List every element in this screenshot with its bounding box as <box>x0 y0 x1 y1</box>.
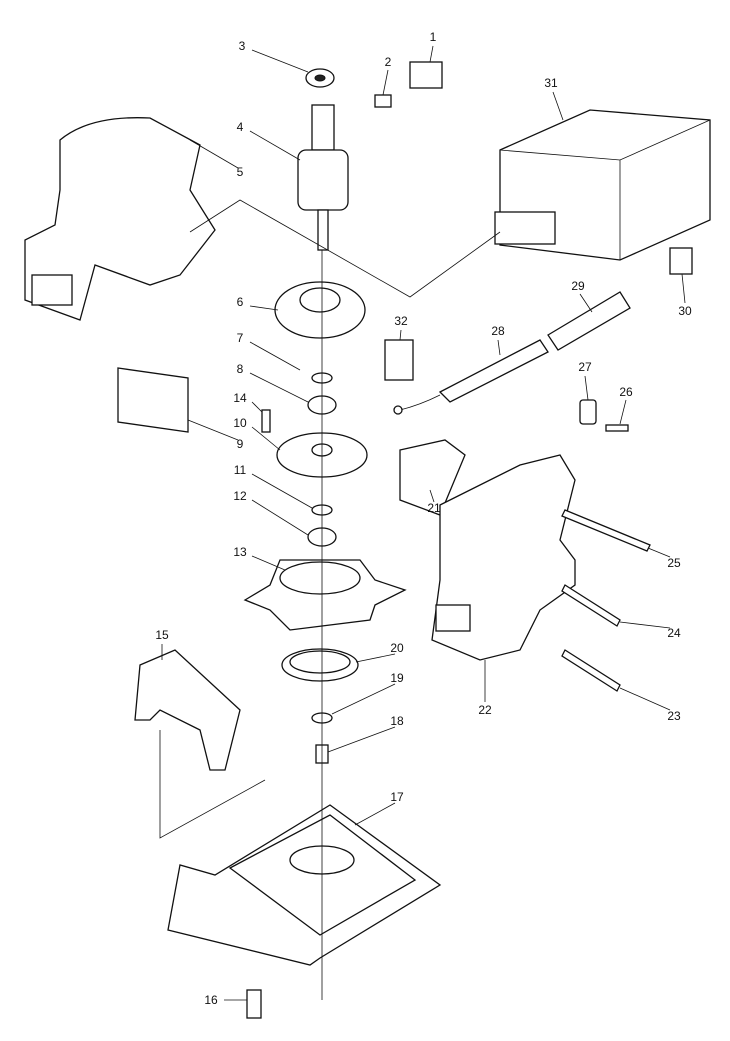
part-number-30: 30 <box>678 304 692 318</box>
capacitor-30 <box>669 247 693 275</box>
leader-line-21 <box>429 489 435 503</box>
part-illustrations <box>24 61 711 1019</box>
part-number-18: 18 <box>390 714 404 728</box>
leader-line-8 <box>249 372 309 403</box>
leader-line-26 <box>619 399 627 425</box>
leader-line-14 <box>251 401 263 413</box>
part-number-3: 3 <box>239 39 246 53</box>
part-number-16: 16 <box>204 993 218 1007</box>
leader-line-30 <box>681 273 686 304</box>
leader-line-29 <box>579 293 593 313</box>
part-number-15: 15 <box>155 628 169 642</box>
case-edges <box>499 119 711 260</box>
leader-line-19 <box>331 683 396 715</box>
housing-window-22 <box>435 604 471 632</box>
leader-line-1 <box>429 45 434 63</box>
brush-holder-1 <box>409 61 443 89</box>
armature-commutator <box>311 104 335 151</box>
label-9 <box>117 367 189 433</box>
cord-29 <box>547 291 631 351</box>
leader-line-31 <box>552 91 564 121</box>
part-number-1: 1 <box>430 30 437 44</box>
part-number-8: 8 <box>237 362 244 376</box>
leader-line-9 <box>187 419 239 441</box>
leader-line-10 <box>251 426 281 451</box>
part-number-28: 28 <box>491 324 505 338</box>
part-number-19: 19 <box>390 671 404 685</box>
leader-line-13 <box>251 555 286 571</box>
cord-wire <box>399 394 441 411</box>
part-number-23: 23 <box>667 709 681 723</box>
strain-relief-27 <box>579 399 597 425</box>
assembly-lines <box>159 199 501 839</box>
leader-line-12 <box>251 499 309 536</box>
part-number-29: 29 <box>571 279 585 293</box>
part-number-17: 17 <box>390 790 404 804</box>
part-number-21: 21 <box>427 501 441 515</box>
leader-line-18 <box>327 726 396 753</box>
part-number-27: 27 <box>578 360 592 374</box>
housing-half-5 <box>24 117 216 321</box>
leader-line-6 <box>249 305 279 311</box>
part-number-32: 32 <box>394 314 408 328</box>
part-number-25: 25 <box>667 556 681 570</box>
field-bore <box>299 287 341 313</box>
leader-line-23 <box>619 687 671 711</box>
armature-shaft <box>317 209 329 251</box>
cord-terminal <box>393 405 403 415</box>
part-number-7: 7 <box>237 331 244 345</box>
part-number-6: 6 <box>237 295 244 309</box>
screw-25 <box>561 509 651 552</box>
screw-14 <box>261 409 271 433</box>
part-number-2: 2 <box>385 55 392 69</box>
part-number-31: 31 <box>544 76 558 90</box>
screw-16 <box>246 989 262 1019</box>
part-number-24: 24 <box>667 626 681 640</box>
leader-line-17 <box>354 802 396 826</box>
leader-line-3 <box>251 49 309 73</box>
bearing-hole <box>314 74 326 82</box>
lever-21 <box>399 439 466 516</box>
leader-line-11 <box>251 473 313 509</box>
part-number-20: 20 <box>390 641 404 655</box>
part-number-9: 9 <box>237 437 244 451</box>
leader-line-27 <box>584 375 589 401</box>
leader-line-28 <box>497 339 501 356</box>
leader-line-7 <box>249 341 301 371</box>
screw-23 <box>561 649 621 692</box>
screw-26 <box>605 424 629 432</box>
bearing-box-ring <box>279 561 361 595</box>
case-pocket <box>494 211 556 245</box>
part-number-11: 11 <box>234 463 247 477</box>
part-number-10: 10 <box>233 416 247 430</box>
part-number-13: 13 <box>233 545 247 559</box>
part-number-26: 26 <box>619 385 633 399</box>
part-number-5: 5 <box>237 165 244 179</box>
leader-line-4 <box>249 130 301 161</box>
part-number-22: 22 <box>478 703 492 717</box>
pad-frame <box>228 814 417 936</box>
part-number-12: 12 <box>233 489 247 503</box>
screw-24 <box>561 584 621 627</box>
housing-window <box>31 274 73 306</box>
leader-line-2 <box>382 69 389 96</box>
leader-line-25 <box>647 547 671 558</box>
leader-line-5 <box>189 139 239 169</box>
holder-15 <box>134 649 241 771</box>
leader-line-32 <box>399 329 402 341</box>
part-number-14: 14 <box>233 391 247 405</box>
ring-inner <box>289 650 351 674</box>
switch-32 <box>384 339 414 381</box>
leader-line-20 <box>355 653 396 663</box>
leader-line-24 <box>619 621 671 629</box>
carbon-brush-2 <box>374 94 392 108</box>
armature-core <box>297 149 349 211</box>
part-number-4: 4 <box>237 120 244 134</box>
cord-guard-28 <box>438 339 549 403</box>
